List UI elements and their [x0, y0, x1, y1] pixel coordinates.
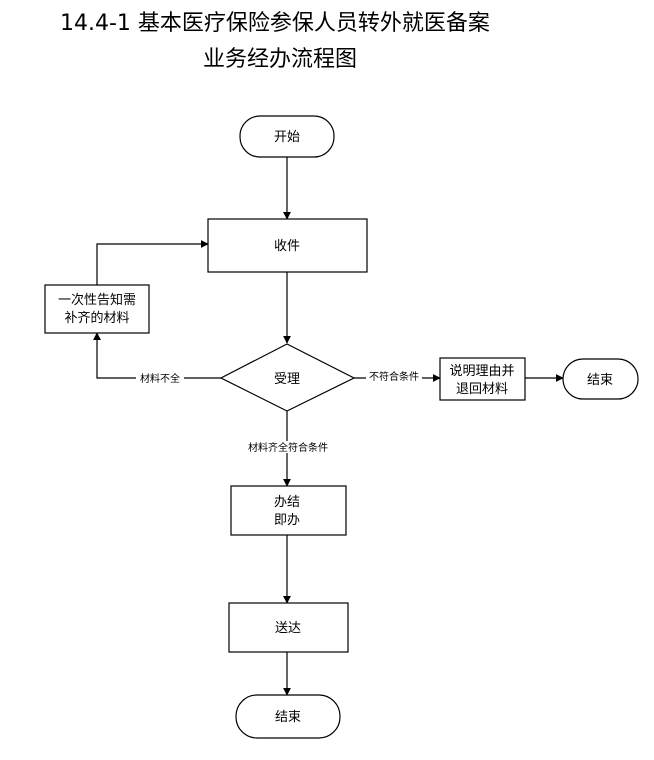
edge-accept-to-notify — [93, 332, 221, 379]
edge-notify-to-receive — [96, 240, 209, 285]
deliver-node-label: 送达 — [275, 621, 301, 636]
notify-node-label-line-1: 一次性告知需 — [58, 292, 136, 308]
notify-node-label-line-2: 补齐的材料 — [64, 310, 129, 326]
handle-node — [230, 485, 347, 536]
explain-node — [439, 357, 526, 401]
end-node-bottom — [235, 694, 341, 739]
edge-incomplete-label: 材料不全 — [140, 372, 180, 385]
end-node-right — [562, 358, 639, 400]
edge-complete-label: 材料齐全符合条件 — [248, 441, 328, 454]
receive-node — [207, 218, 368, 273]
explain-node-label-line-2: 退回材料 — [456, 382, 508, 397]
deliver-node — [228, 602, 349, 653]
edge-complete-label-bg — [243, 441, 333, 453]
diagram-title-line-2: 业务经办流程图 — [203, 47, 358, 72]
edge-incomplete-label-bg — [136, 372, 184, 384]
accept-decision-label: 受理 — [274, 372, 300, 387]
diagram-title-line-1: 14.4-1 基本医疗保险参保人员转外就医备案 — [60, 11, 490, 36]
handle-node-label-line-1: 办结 — [274, 495, 300, 510]
explain-node-label-line-1: 说明理由并 — [449, 364, 514, 379]
start-node-label: 开始 — [274, 130, 300, 145]
receive-node-label: 收件 — [274, 239, 300, 254]
edge-not-qualified-label: 不符合条件 — [369, 370, 419, 383]
edge-not-qualified-label-bg — [366, 370, 422, 382]
handle-node-label-line-2: 即办 — [274, 513, 300, 528]
end-node-bottom-label: 结束 — [275, 710, 301, 725]
end-node-right-label: 结束 — [587, 373, 613, 388]
